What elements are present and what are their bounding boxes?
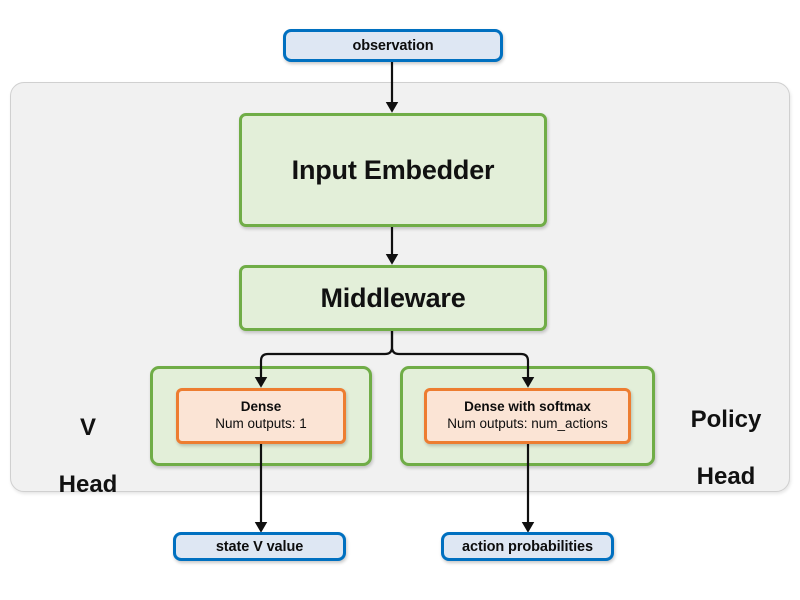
v-head-label-line1: V <box>79 414 96 442</box>
middleware-node[interactable]: Middleware <box>239 265 547 331</box>
action-probabilities-label: action probabilities <box>462 538 593 555</box>
dense-title: Dense <box>240 399 282 415</box>
middleware-label: Middleware <box>320 282 466 313</box>
dense-with-softmax-title: Dense with softmax <box>464 399 591 415</box>
policy-head-label-line2: Head <box>696 462 756 490</box>
state-v-value-label: state V value <box>215 538 304 555</box>
v-head-label-line2: Head <box>58 470 118 498</box>
policy-head-label-line1: Policy <box>690 406 762 434</box>
dense-with-softmax-node[interactable]: Dense with softmax Num outputs: num_acti… <box>424 388 631 444</box>
action-probabilities-node[interactable]: action probabilities <box>441 532 614 561</box>
dense-node[interactable]: Dense Num outputs: 1 <box>176 388 346 444</box>
input-embedder-node[interactable]: Input Embedder <box>239 113 547 227</box>
state-v-value-node[interactable]: state V value <box>173 532 346 561</box>
policy-head-label: Policy Head <box>666 378 786 520</box>
input-embedder-label: Input Embedder <box>291 154 495 185</box>
observation-label: observation <box>352 37 434 54</box>
observation-node[interactable]: observation <box>283 29 503 62</box>
v-head-label: V Head <box>36 386 140 528</box>
dense-with-softmax-subtitle: Num outputs: num_actions <box>447 416 608 431</box>
dense-subtitle: Num outputs: 1 <box>215 416 307 431</box>
